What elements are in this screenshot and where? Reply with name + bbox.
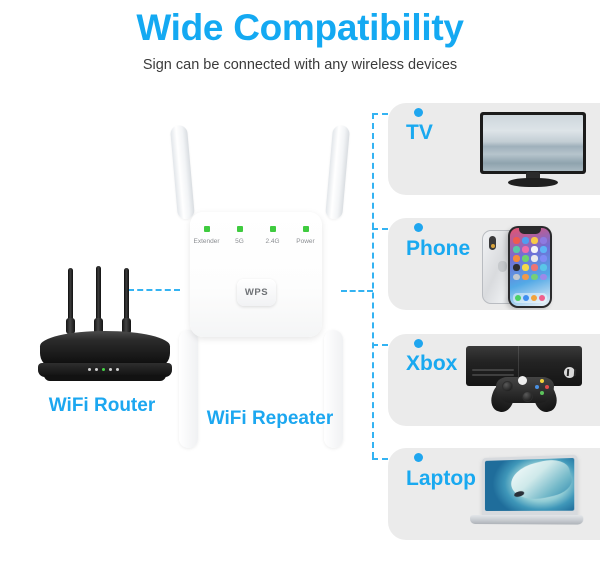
repeater-antenna-left [169,124,195,220]
router-antenna-base-1 [66,318,75,334]
connector-dot-phone [414,223,423,232]
connector-router-to-repeater [128,289,180,291]
repeater-led-extender: Extender [190,226,223,246]
repeater-leg-right [324,330,343,448]
led-label-power: Power [296,238,315,245]
smartphone-art [480,222,590,310]
device-panel-tv[interactable] [388,103,600,195]
router-base [44,375,166,381]
connector-dot-tv [414,108,423,117]
led-indicator-5g [236,226,243,232]
router-antenna-base-2 [94,318,103,334]
device-panel-laptop[interactable] [388,448,600,540]
device-panel-phone[interactable] [388,218,600,310]
connector-dot-xbox [414,339,423,348]
led-label-5g: 5G [235,238,244,245]
television-art [480,112,586,187]
page-title: Wide Compatibility [136,7,464,48]
connector-trunk [372,113,374,458]
led-indicator-24g [269,226,276,232]
router-top-shell [40,331,170,367]
repeater-led-5g: 5G [223,226,256,246]
router-antenna-3 [124,268,129,328]
connector-dot-laptop [414,453,423,462]
wifi-repeater-label: WiFi Repeater [206,408,334,429]
laptop-art [466,454,592,536]
router-antenna-2 [96,266,101,328]
repeater-body: Extender 5G 2.4G Power WPS [190,212,322,337]
device-panel-label-laptop: Laptop [406,467,476,490]
wps-button[interactable]: WPS [237,279,276,306]
repeater-leg-left [179,330,198,448]
repeater-status-leds: Extender 5G 2.4G Power [190,226,322,246]
repeater-led-power: Power [289,226,322,246]
router-antenna-1 [68,268,73,328]
device-panel-label-phone: Phone [406,237,471,260]
device-panel-label-xbox: Xbox [406,352,458,375]
device-panel-label-tv: TV [406,121,433,144]
game-console-art [462,346,590,418]
wifi-router-label: WiFi Router [48,395,156,416]
repeater-led-24g: 2.4G [256,226,289,246]
led-indicator-power [302,226,309,232]
connector-repeater-to-trunk [341,290,373,292]
repeater-antenna-right [325,124,351,220]
router-front-panel [38,363,172,377]
router-antenna-base-3 [122,318,131,334]
page-subtitle: Sign can be connected with any wireless … [142,57,458,73]
led-label-24g: 2.4G [265,238,280,245]
device-panel-xbox[interactable] [388,334,600,426]
led-indicator-extender [203,226,210,232]
router-status-leds [88,368,119,371]
led-label-extender: Extender [193,238,220,245]
